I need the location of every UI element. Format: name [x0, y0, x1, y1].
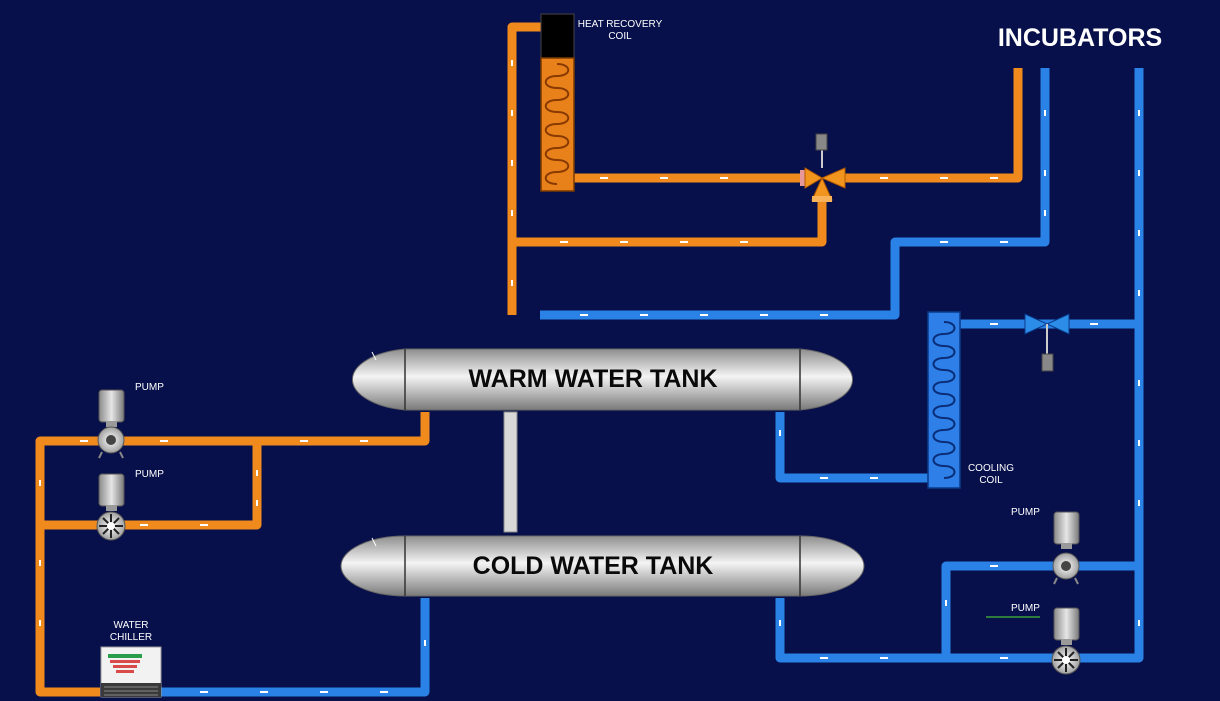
tank-connector-pipe [503, 411, 518, 533]
cold-pipe-warm-tank-to-coil [775, 412, 928, 483]
warm-pipe-riser [507, 22, 541, 315]
cold-water-tank [340, 535, 865, 597]
cold-water-tank-label: COLD WATER TANK [473, 552, 714, 580]
water-chiller-label-line1: WATER [114, 620, 149, 631]
water-chiller-label-line2: CHILLER [110, 632, 152, 643]
cold-pump-1[interactable] [1052, 511, 1080, 585]
incubators-title: INCUBATORS [998, 24, 1162, 52]
pipe-flow-marks [39, 60, 1140, 693]
heat-recovery-coil-label-line1: HEAT RECOVERY [578, 19, 663, 30]
cold-pipe-to-warm-tank [540, 68, 1050, 320]
warm-pipe-pump-loop [40, 441, 262, 530]
warm-pump-2[interactable] [96, 473, 126, 541]
cooling-coil-label-line1: COOLING [968, 463, 1014, 474]
heat-recovery-coil-label-line2: COIL [608, 31, 632, 42]
cooling-coil-label-line2: COIL [979, 475, 1003, 486]
cold-pipe-chiller-to-cold-tank [160, 598, 430, 697]
heat-recovery-coil [540, 13, 575, 192]
cold-pump-2-label: PUMP [1011, 603, 1040, 614]
cold-pipe-pump-loop [941, 561, 1139, 658]
warm-water-tank-label: WARM WATER TANK [468, 365, 717, 393]
cold-pipe-return-line [775, 68, 1144, 663]
cold-pump-2[interactable] [1051, 607, 1081, 675]
cooling-coil [927, 311, 961, 489]
warm-pipe-tank-to-pumps [35, 412, 430, 697]
warm-pump-1-label: PUMP [135, 382, 164, 393]
water-chiller [100, 646, 162, 698]
warm-pipe-network [35, 22, 1023, 697]
warm-pump-1[interactable] [97, 389, 125, 459]
cold-pump-1-label: PUMP [1011, 507, 1040, 518]
warm-pipe-valve-to-incubators [845, 68, 1023, 183]
warm-pump-2-label: PUMP [135, 469, 164, 480]
warm-three-way-valve[interactable] [800, 133, 846, 202]
warm-water-tank [352, 348, 853, 411]
cold-two-way-valve[interactable] [1024, 313, 1070, 372]
warm-pipe-bypass [512, 200, 827, 247]
